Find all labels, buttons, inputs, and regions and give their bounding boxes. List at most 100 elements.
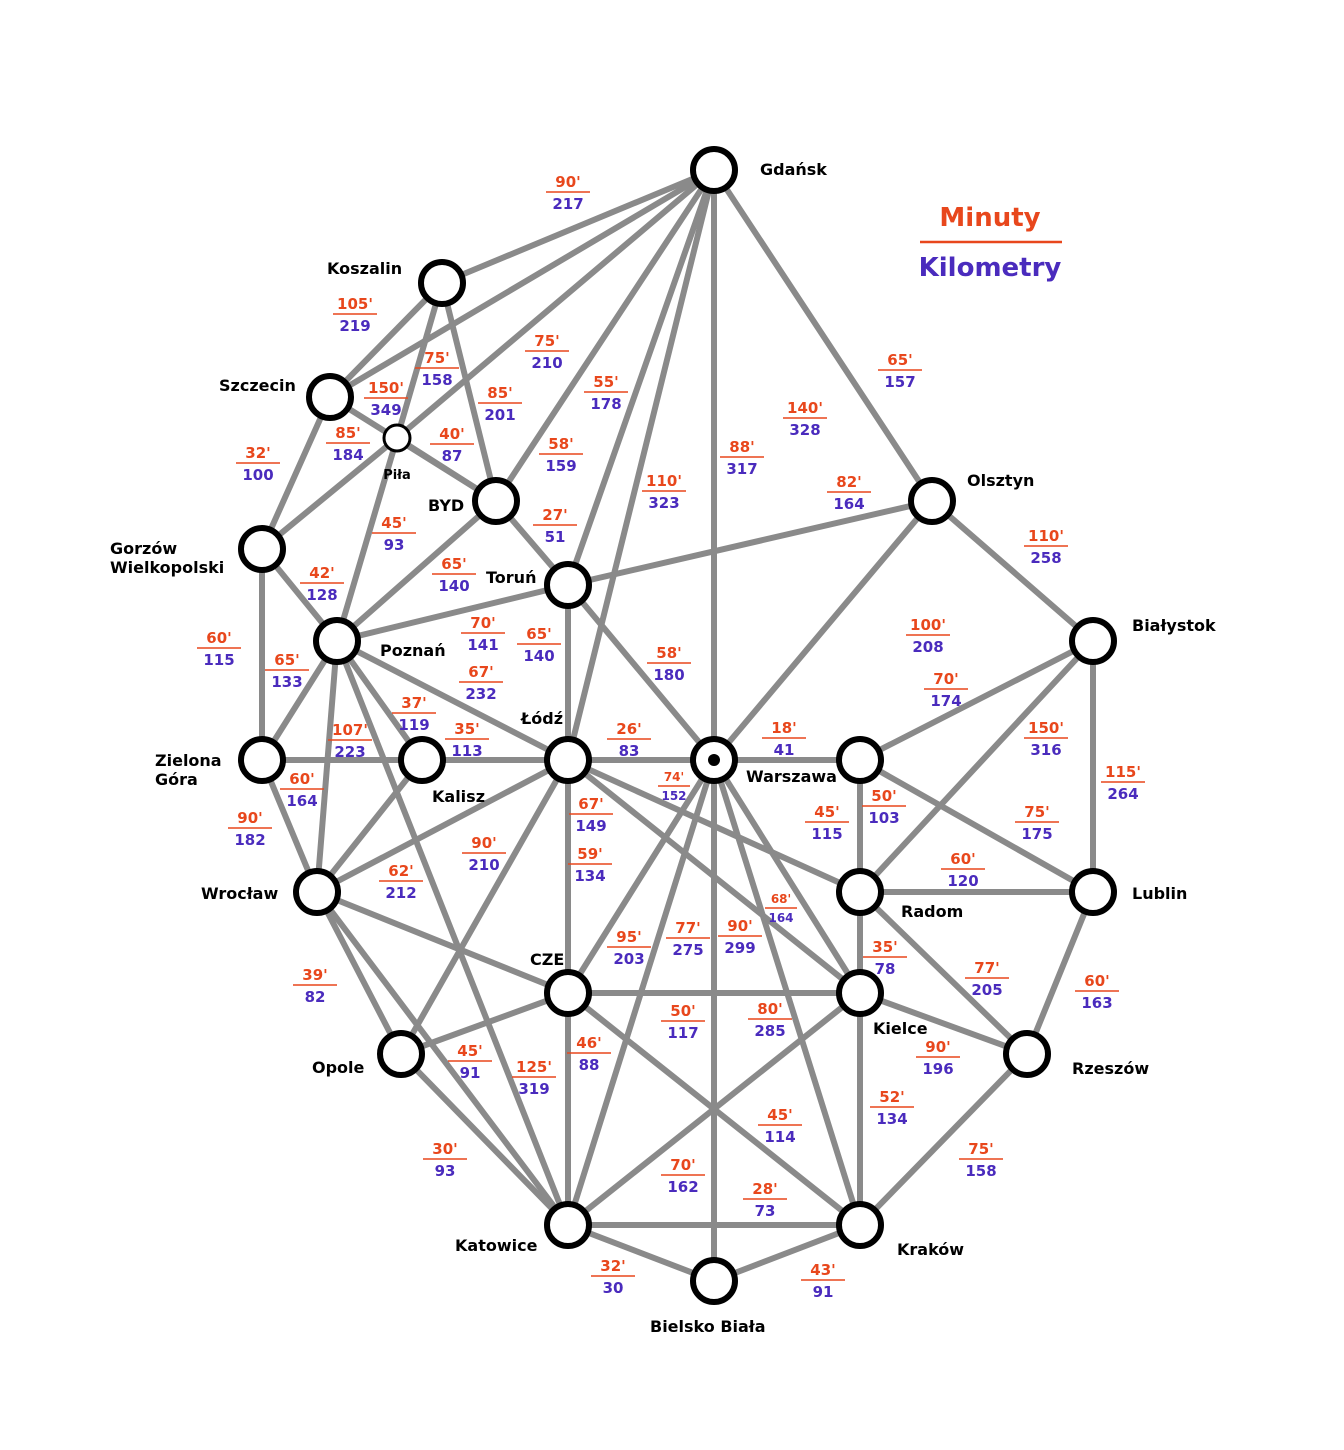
travel-time-minutes: 100' bbox=[910, 616, 946, 634]
city-node-katowice[interactable] bbox=[544, 1201, 592, 1249]
city-node-olsztyn[interactable] bbox=[908, 477, 956, 525]
distance-kilometers: 349 bbox=[370, 401, 401, 419]
connection-label-radom-rzeszow: 77'205 bbox=[965, 959, 1009, 999]
travel-time-minutes: 39' bbox=[302, 966, 327, 984]
connection-label-radom-kielce: 35'78 bbox=[863, 938, 907, 978]
connection-label-warszawa-krakow: 90'299 bbox=[718, 917, 762, 957]
legend-minutes-label: Minuty bbox=[939, 203, 1040, 233]
city-node-lublin[interactable] bbox=[1069, 868, 1117, 916]
city-node-warszawa-east[interactable] bbox=[836, 736, 884, 784]
travel-time-minutes: 50' bbox=[871, 787, 896, 805]
distance-kilometers: 83 bbox=[619, 742, 640, 760]
travel-time-minutes: 40' bbox=[439, 425, 464, 443]
travel-time-minutes: 45' bbox=[814, 803, 839, 821]
connection-label-torun-warszawa: 58'180 bbox=[647, 644, 691, 684]
city-name-bielsko: Bielsko Biała bbox=[650, 1317, 766, 1336]
city-node-wroclaw[interactable] bbox=[293, 868, 341, 916]
connection-line-opole-katowice bbox=[398, 1051, 571, 1228]
distance-kilometers: 152 bbox=[661, 789, 686, 803]
connection-line-torun-olsztyn bbox=[565, 498, 935, 588]
city-node-krakow[interactable] bbox=[836, 1201, 884, 1249]
city-node-bialystok[interactable] bbox=[1069, 617, 1117, 665]
city-node-torun[interactable] bbox=[544, 561, 592, 609]
connection-line-lodz-opole bbox=[398, 757, 571, 1057]
connection-line-koszalin-byd bbox=[439, 280, 499, 504]
city-node-bielsko[interactable] bbox=[690, 1257, 738, 1305]
connection-line-gdansk-byd bbox=[493, 167, 717, 504]
distance-kilometers: 158 bbox=[421, 371, 452, 389]
distance-kilometers: 182 bbox=[234, 831, 265, 849]
connection-label-byd-torun: 27'51 bbox=[533, 506, 577, 546]
city-node-cze[interactable] bbox=[544, 969, 592, 1017]
connection-label-katowice-wroclaw: 125'319 bbox=[512, 1058, 556, 1098]
connection-line-poznan-wroclaw bbox=[314, 638, 340, 895]
travel-time-minutes: 62' bbox=[388, 862, 413, 880]
connection-label-gdansk-byd: 58'159 bbox=[539, 435, 583, 475]
connection-label-torun-poznan: 70'141 bbox=[461, 614, 505, 654]
connection-label-gorzow-poznan: 42'128 bbox=[300, 564, 344, 604]
connection-label-pila-byd: 40'87 bbox=[430, 425, 474, 465]
city-node-kielce[interactable] bbox=[836, 969, 884, 1017]
connection-label-poznan-wroclaw: 107'223 bbox=[328, 721, 372, 761]
city-node-rzeszow[interactable] bbox=[1003, 1030, 1051, 1078]
connection-line-byd-poznan bbox=[334, 498, 499, 644]
connection-label-pila-poznan: 45'93 bbox=[372, 514, 416, 554]
city-node-gorzow[interactable] bbox=[238, 525, 286, 573]
city-node-pila[interactable] bbox=[382, 423, 412, 453]
distance-kilometers: 175 bbox=[1021, 825, 1052, 843]
distance-kilometers: 140 bbox=[523, 647, 554, 665]
city-node-gdansk[interactable] bbox=[690, 146, 738, 194]
connection-label-szczecin-gorzow: 32'100 bbox=[236, 444, 280, 484]
city-node-byd[interactable] bbox=[472, 477, 520, 525]
connection-label-poznan-zielona: 65'133 bbox=[265, 651, 309, 691]
connection-label-bialystok-radom: 150'316 bbox=[1024, 719, 1068, 759]
travel-time-minutes: 115' bbox=[1105, 763, 1141, 781]
distance-kilometers: 212 bbox=[385, 884, 416, 902]
city-node-poznan[interactable] bbox=[313, 617, 361, 665]
travel-time-minutes: 110' bbox=[646, 472, 682, 490]
travel-time-minutes: 80' bbox=[757, 1000, 782, 1018]
distance-kilometers: 41 bbox=[774, 741, 795, 759]
connection-label-koszalin-szczecin: 105'219 bbox=[333, 295, 377, 335]
distance-kilometers: 30 bbox=[603, 1279, 624, 1297]
travel-time-minutes: 70' bbox=[933, 670, 958, 688]
travel-time-minutes: 75' bbox=[534, 332, 559, 350]
connection-label-gdansk-torun: 55'178 bbox=[584, 373, 628, 413]
city-node-szczecin[interactable] bbox=[306, 373, 354, 421]
travel-time-minutes: 60' bbox=[289, 770, 314, 788]
connection-label-pila-gorzow: 85'184 bbox=[326, 424, 370, 464]
travel-time-minutes: 43' bbox=[810, 1261, 835, 1279]
city-node-koszalin[interactable] bbox=[418, 259, 466, 307]
travel-time-minutes: 150' bbox=[1028, 719, 1064, 737]
city-name-warszawa: Warszawa bbox=[746, 767, 837, 786]
connection-label-byd-poznan: 65'140 bbox=[432, 555, 476, 595]
connection-line-torun-warszawa bbox=[565, 582, 717, 763]
city-node-zielona[interactable] bbox=[238, 736, 286, 784]
distance-kilometers: 164 bbox=[768, 911, 793, 925]
connection-label-koszalin-pila: 75'158 bbox=[415, 349, 459, 389]
city-name-lodz: Łódź bbox=[520, 709, 563, 728]
city-node-opole[interactable] bbox=[377, 1030, 425, 1078]
travel-time-minutes: 58' bbox=[656, 644, 681, 662]
connection-label-gdansk-pila: 75'210 bbox=[525, 332, 569, 372]
distance-kilometers: 180 bbox=[653, 666, 684, 684]
connection-label-katowice-bielsko: 32'30 bbox=[591, 1257, 635, 1297]
connection-line-lodz-wroclaw bbox=[314, 757, 571, 895]
city-node-lodz[interactable] bbox=[544, 736, 592, 784]
travel-time-minutes: 90' bbox=[555, 173, 580, 191]
city-name-kielce: Kielce bbox=[873, 1019, 928, 1038]
travel-time-minutes: 42' bbox=[309, 564, 334, 582]
city-node-kalisz[interactable] bbox=[398, 736, 446, 784]
city-name-radom: Radom bbox=[901, 902, 963, 921]
city-name-kalisz: Kalisz bbox=[432, 787, 485, 806]
connection-line-kielce-rzeszow bbox=[857, 990, 1030, 1057]
city-node-radom[interactable] bbox=[836, 868, 884, 916]
travel-time-minutes: 65' bbox=[441, 555, 466, 573]
travel-time-minutes: 50' bbox=[670, 1002, 695, 1020]
travel-time-minutes: 90' bbox=[727, 917, 752, 935]
connection-label-lodz-radom: 74'152 bbox=[658, 770, 690, 803]
connection-label-gdansk-koszalin: 90'217 bbox=[546, 173, 590, 213]
connection-label-krakow-bielsko: 43'91 bbox=[801, 1261, 845, 1301]
